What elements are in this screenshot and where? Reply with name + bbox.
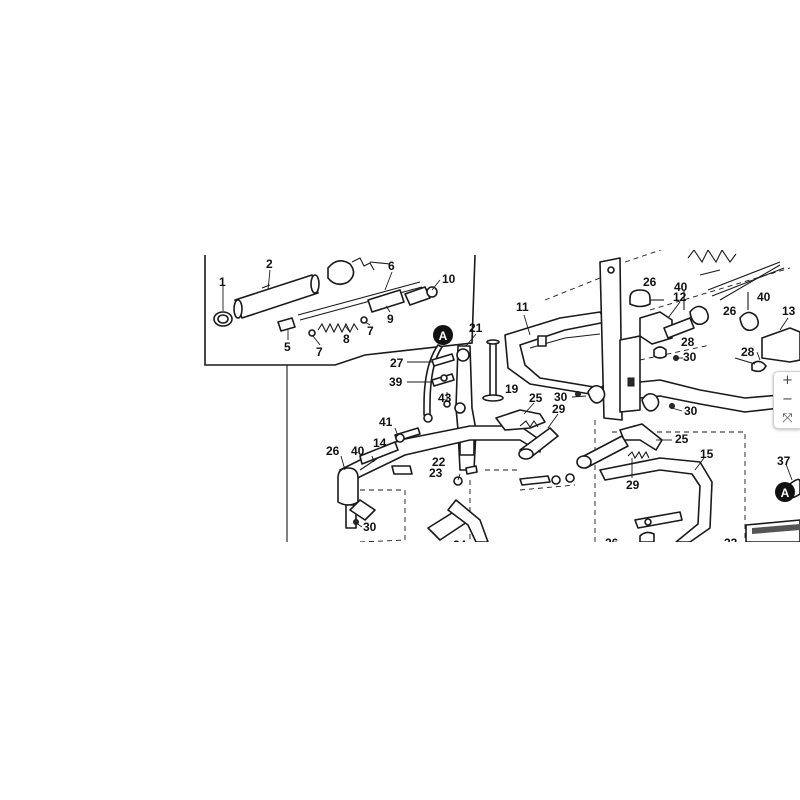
part-end-10: [404, 286, 431, 306]
label-37: 37: [777, 454, 791, 468]
label-30b: 30: [683, 350, 697, 364]
part-pin-19: [489, 341, 497, 399]
label-43: 43: [438, 391, 452, 405]
part-cap-28a: [653, 346, 667, 359]
label-7b: 7: [367, 324, 374, 338]
label-7a: 7: [316, 345, 323, 359]
part-bolt-22: [465, 465, 478, 475]
label-5: 5: [284, 340, 291, 354]
label-29b: 29: [626, 478, 640, 492]
label-13: 13: [782, 304, 796, 318]
label-28b: 28: [741, 345, 755, 359]
callout-a-marker: [433, 325, 453, 345]
part-bushing-26d: [337, 467, 359, 506]
part-bushing-26b: [689, 305, 710, 326]
part-plate-upright: [599, 257, 623, 421]
callout-a-marker-2: [775, 482, 795, 502]
label-26d: 26: [605, 536, 619, 550]
label-6: 6: [388, 259, 395, 273]
part-grille: [687, 250, 781, 301]
part-bushing-26a: [629, 289, 651, 308]
label-12: 12: [673, 290, 687, 304]
label-2: 2: [266, 257, 273, 271]
label-25b: 25: [675, 432, 689, 446]
label-9: 9: [387, 312, 394, 326]
zoom-out-button[interactable]: −: [777, 392, 799, 408]
label-19: 19: [505, 382, 519, 396]
label-23: 23: [429, 466, 443, 480]
label-10: 10: [442, 272, 456, 286]
part-spring-8: [317, 322, 359, 334]
label-26c: 26: [326, 444, 340, 458]
label-15: 15: [700, 447, 714, 461]
label-21: 21: [469, 321, 483, 335]
part-frame-15: [599, 457, 713, 542]
detail-inset-frame: [204, 254, 476, 366]
part-number-labels: 1 2 5 6 7 7 8 9 10 11 12 13 14 15 19 21 …: [219, 257, 796, 552]
zoom-in-button[interactable]: +: [777, 373, 799, 389]
label-8: 8: [343, 332, 350, 346]
label-40a: 40: [674, 280, 688, 294]
part-pivot-left: [587, 384, 606, 404]
label-30a: 30: [554, 390, 568, 404]
part-arm-25a: [495, 409, 546, 431]
reset-view-icon[interactable]: ⤧: [777, 411, 799, 427]
label-1: 1: [219, 275, 226, 289]
label-30c: 30: [684, 404, 698, 418]
label-26a: 26: [643, 275, 657, 289]
leader-lines: [222, 269, 793, 528]
part-cap-28b: [751, 360, 767, 373]
label-33: 33: [724, 536, 738, 550]
label-29a: 29: [552, 402, 566, 416]
label-14: 14: [373, 436, 387, 450]
part-tube-9: [367, 289, 405, 313]
label-28a: 28: [681, 335, 695, 349]
label-40b: 40: [757, 290, 771, 304]
label-24: 24: [453, 538, 467, 552]
part-plate-14: [391, 465, 413, 475]
label-22: 22: [432, 455, 446, 469]
part-bolt-27: [431, 353, 455, 367]
part-clamp-13: [761, 327, 800, 363]
label-25a: 25: [529, 391, 543, 405]
label-41: 41: [379, 415, 393, 429]
part-bracket-12: [639, 311, 673, 345]
label-40c: 40: [351, 444, 365, 458]
label-39: 39: [389, 375, 403, 389]
label-27: 27: [390, 356, 404, 370]
callout-a-label: A: [439, 329, 448, 343]
callout-a-label-2: A: [781, 486, 790, 500]
part-bolt-chain: [519, 475, 551, 486]
part-pivot-right: [641, 392, 660, 412]
part-spacer-5: [277, 317, 296, 332]
label-30d: 30: [363, 520, 377, 534]
label-11: 11: [516, 300, 529, 314]
part-bushing-26c: [739, 311, 760, 332]
part-nut-6: [327, 260, 355, 286]
label-26b: 26: [723, 304, 737, 318]
zoom-control: + − ⤧: [773, 371, 800, 429]
